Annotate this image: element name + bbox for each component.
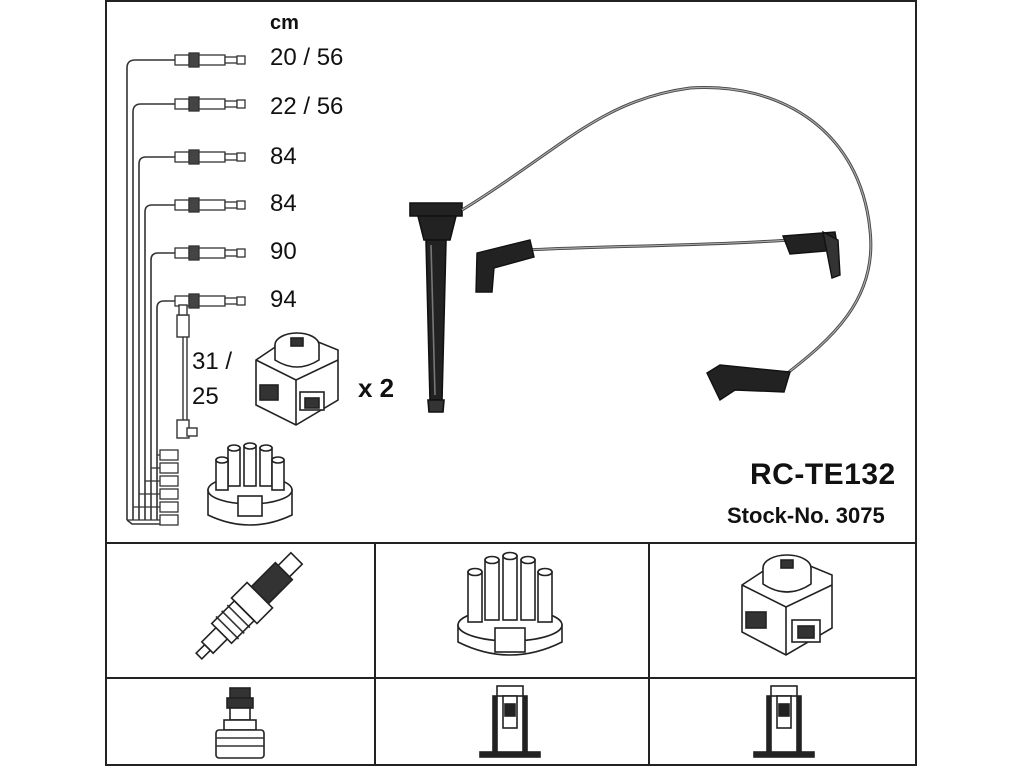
ignition-coil-icon <box>741 554 833 656</box>
cable-length-4: 84 <box>270 190 297 217</box>
spark-plug-boot-long <box>409 202 463 413</box>
panel-divider-right <box>648 542 650 766</box>
panel-divider-top <box>105 542 917 544</box>
cable-length-1: 20 / 56 <box>270 44 344 71</box>
terminal-type-2-icon <box>479 685 541 758</box>
unit-label: cm <box>270 12 299 34</box>
coil-cable-length-line1: 31 / <box>192 348 233 375</box>
plug-connector-1 <box>174 52 246 68</box>
cable-length-3: 84 <box>270 143 297 170</box>
stock-number: Stock-No. 3075 <box>727 503 885 528</box>
cable-length-6: 94 <box>270 286 297 313</box>
panel-divider-middle <box>105 677 917 679</box>
panel-divider-left <box>374 542 376 766</box>
coil-cable-length-line2: 25 <box>192 383 219 410</box>
distributor-cap-top <box>207 442 293 526</box>
distributor-cap-icon <box>457 551 563 656</box>
model-number: RC-TE132 <box>750 458 896 491</box>
cable-length-5: 90 <box>270 238 297 265</box>
cable-length-2: 22 / 56 <box>270 93 344 120</box>
ignition-coil-top <box>255 332 339 426</box>
spark-plug-icon <box>195 551 304 660</box>
diagram-frame <box>105 0 917 766</box>
multiplier-label: x 2 <box>358 373 395 403</box>
terminal-type-1-icon <box>215 687 265 759</box>
terminal-type-3-icon <box>753 685 815 758</box>
